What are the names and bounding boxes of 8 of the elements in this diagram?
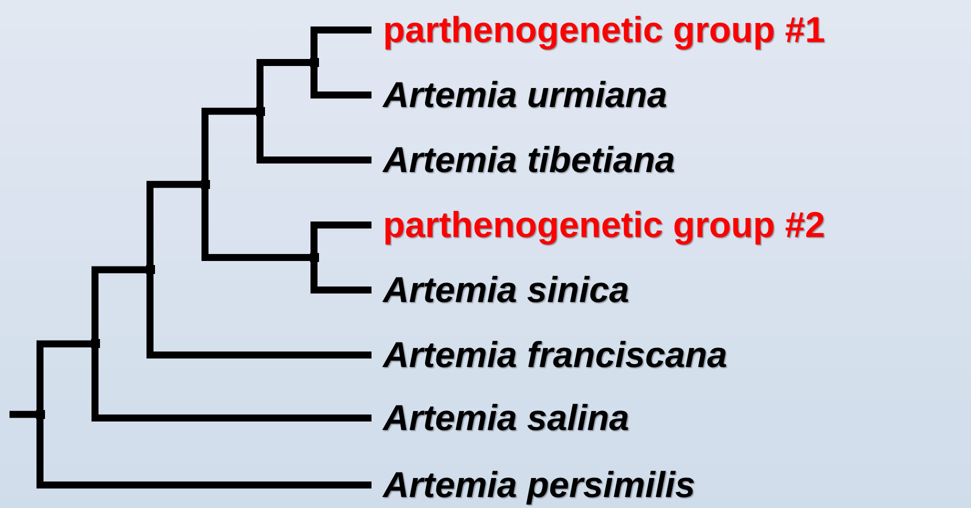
taxon-label: Artemia salina (383, 398, 630, 438)
taxon-label: parthenogenetic group #2 (383, 205, 826, 245)
taxon-label: Artemia urmiana (383, 75, 668, 115)
taxon-label: Artemia franciscana (383, 335, 728, 375)
taxon-label: Artemia tibetiana (383, 140, 676, 180)
taxon-label: Artemia persimilis (383, 465, 696, 505)
taxon-label: Artemia sinica (383, 270, 630, 310)
taxon-label: parthenogenetic group #1 (383, 10, 826, 50)
